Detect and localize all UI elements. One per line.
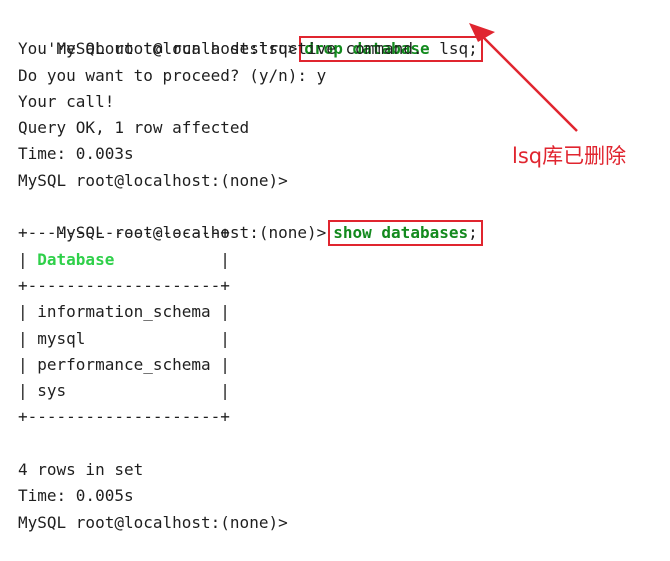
table-row: | performance_schema | [18,354,230,374]
semicolon: ; [468,223,478,243]
output-line: Do you want to proceed? (y/n): y [18,65,327,85]
prompt-line-show: MySQL root@localhost:(none)>show databas… [18,194,658,247]
output-line: You're about to run a destructive comman… [18,39,423,59]
column-header-database: Database [37,249,115,269]
table-row: | information_schema | [18,302,230,322]
keyword-drop: drop [304,39,343,59]
table-border: +--------------------+ [18,407,230,427]
keyword-show-databases: show databases [333,223,469,243]
output-line: Time: 0.005s [18,486,134,506]
table-border: +--------------------+ [18,275,230,295]
table-border-right: | [114,249,230,269]
output-line: Your call! [18,91,115,111]
table-border: +--------------------+ [18,223,230,243]
terminal-output: MySQL root@localhost:lsq>drop database l… [18,10,658,536]
annotation-text: lsq库已删除 [512,144,627,168]
table-header: | Database | [18,247,658,273]
table-row: | mysql | [18,328,230,348]
table-row: | sys | [18,381,230,401]
highlight-box-drop-command: drop database lsq; [299,36,483,63]
output-line: Time: 0.003s [18,144,134,164]
prompt: MySQL root@localhost:lsq> [56,39,298,59]
prompt: MySQL root@localhost:(none)> [56,223,327,243]
keyword-database: database [352,39,430,59]
prompt-line: MySQL root@localhost:(none)> [18,512,288,532]
output-line: 4 rows in set [18,460,144,480]
output-line: Query OK, 1 row affected [18,118,250,138]
db-name: lsq; [439,39,478,59]
prompt-line-drop: MySQL root@localhost:lsq>drop database l… [18,10,658,63]
highlight-box-show-command: show databases; [328,220,483,247]
prompt-line: MySQL root@localhost:(none)> [18,170,288,190]
table-border-left: | [18,249,38,269]
